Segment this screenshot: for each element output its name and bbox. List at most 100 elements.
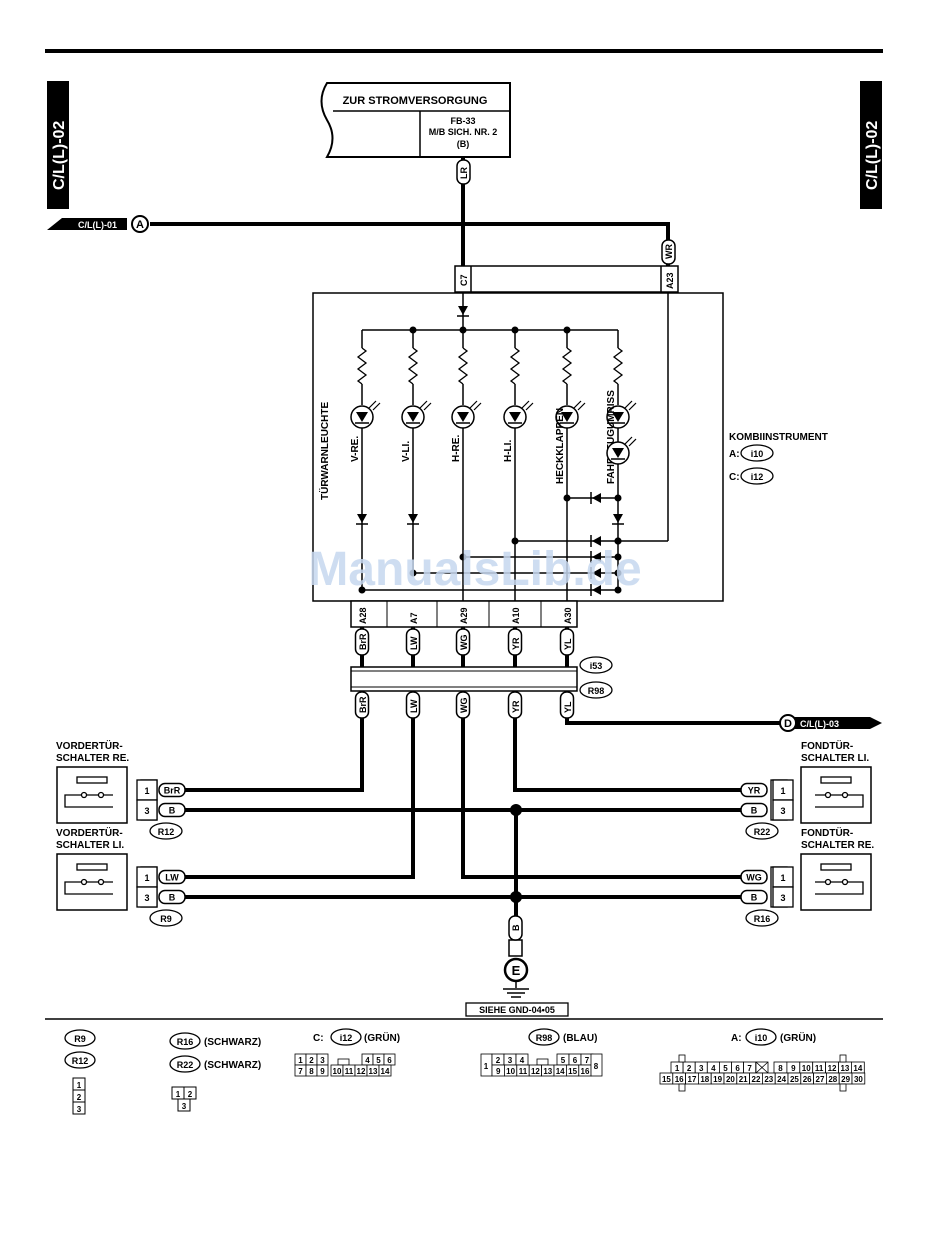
col1-diode xyxy=(356,514,368,525)
i12-key xyxy=(337,1058,350,1066)
code-label: i10 xyxy=(755,1033,768,1043)
pin-label-3: 3 xyxy=(780,806,785,816)
led-triangle xyxy=(561,412,573,422)
pin-label-3: 3 xyxy=(144,893,149,903)
switch-code: R16 xyxy=(745,909,779,927)
watermark: ManualsLib.de xyxy=(308,543,641,596)
wire-tag-label: WG xyxy=(459,635,469,651)
diode-body xyxy=(592,552,601,562)
r98-key xyxy=(536,1058,549,1066)
led-ray xyxy=(521,400,530,409)
i10-key-cross xyxy=(755,1061,769,1074)
i10-bottom-label: 16 xyxy=(675,1075,684,1084)
i10-top-label: 13 xyxy=(840,1064,849,1073)
side-tab-right-label: C/L(L)-02 xyxy=(864,121,881,190)
led-ray xyxy=(419,400,428,409)
wire-tag-label: YR xyxy=(748,786,761,796)
svg-text:i53: i53 xyxy=(590,661,603,671)
power-line3: (B) xyxy=(457,139,470,149)
resistor-icon xyxy=(561,347,573,385)
wire-tag-wr: WR xyxy=(661,239,676,265)
lamp-4-icon xyxy=(503,400,534,429)
wire-tag-body xyxy=(158,782,186,798)
wire-tag-label: B xyxy=(169,806,176,816)
ref-a: C/L(L)-01 A xyxy=(47,215,149,233)
legend-pin-cell xyxy=(177,1098,191,1112)
legend-i12-note: (GRÜN) xyxy=(364,1031,400,1044)
wire-tag-body xyxy=(740,802,768,818)
wire-tag-label: LW xyxy=(409,699,419,713)
lamp-label-3: H-RE. xyxy=(451,435,462,462)
r98-cell xyxy=(590,1053,603,1077)
cluster-pin-a29: A29 xyxy=(459,607,469,624)
junction-dot xyxy=(511,537,519,545)
lamp-3-icon xyxy=(451,400,482,429)
wire-tag-pin-3: B xyxy=(740,889,768,905)
connector-pin-3 xyxy=(772,799,794,821)
i10-top-label: 10 xyxy=(802,1064,811,1073)
code-ellipse xyxy=(330,1028,362,1046)
svg-text:B: B xyxy=(511,924,521,931)
i10-top-label: 1 xyxy=(675,1064,680,1073)
led-ray xyxy=(628,438,637,447)
cluster-pin-a28: A28 xyxy=(358,607,368,624)
diode-body xyxy=(592,536,601,546)
wire-tag-body xyxy=(158,869,186,885)
switch-actuator xyxy=(820,776,852,784)
switch-contact xyxy=(815,794,864,808)
code-label: R98 xyxy=(536,1033,553,1043)
resistor-icon xyxy=(457,347,469,385)
col2-diode xyxy=(407,514,419,525)
mid-code-r98: R98 xyxy=(579,681,613,699)
i12-bottom-label: 7 xyxy=(298,1067,303,1076)
led-ray xyxy=(368,400,377,409)
led-ray xyxy=(372,402,381,411)
legend-c-label: C: xyxy=(313,1033,324,1044)
switch-point xyxy=(824,878,832,886)
wire-tag-pin-1: LW xyxy=(158,869,186,885)
wire-tag-body xyxy=(740,869,768,885)
wire-tag-body xyxy=(740,782,768,798)
wire-tag-pin-1: YR xyxy=(740,782,768,798)
r98-bottom-label: 10 xyxy=(506,1067,515,1076)
power-line2: M/B SICH. NR. 2 xyxy=(429,127,498,137)
switch-point xyxy=(97,878,105,886)
r98-top-label: 2 xyxy=(496,1056,501,1065)
row-diode-1 xyxy=(590,535,601,547)
wire-tag-label: WG xyxy=(459,698,469,714)
switch-code: R22 xyxy=(745,822,779,840)
lower-wiring: A28BrR3BrRA7LW2LWA29WG4WGA10YR11YRA30YL1… xyxy=(164,600,780,916)
diode-body xyxy=(408,514,418,523)
code-ellipse xyxy=(169,1055,201,1073)
led-triangle xyxy=(407,412,419,422)
i10-latch xyxy=(678,1054,686,1063)
ref-a-letter: A xyxy=(136,219,144,231)
legend-r16-note: (SCHWARZ) xyxy=(204,1037,261,1048)
top-rule xyxy=(45,49,883,53)
wire-tag-label: B xyxy=(751,893,758,903)
pin-label-3: 3 xyxy=(144,806,149,816)
i12-top-label: 2 xyxy=(309,1056,314,1065)
i10-bottom-label: 24 xyxy=(777,1075,786,1084)
legend-i10-note: (GRÜN) xyxy=(780,1031,816,1044)
wire-tag-upper-2: LW xyxy=(405,628,421,656)
r98-top-label: 6 xyxy=(573,1056,578,1065)
lamp-6b-icon xyxy=(606,436,637,465)
i12-top-label: 4 xyxy=(365,1056,370,1065)
pin-label-1: 1 xyxy=(780,786,785,796)
legend-r16: R16 xyxy=(169,1032,201,1050)
code-label: i12 xyxy=(340,1033,353,1043)
wire-tag-ground: B xyxy=(508,915,523,941)
r98-bottom-label: 16 xyxy=(581,1067,590,1076)
r98-bottom-label: 14 xyxy=(556,1067,565,1076)
wire-tag-upper-4: YR xyxy=(507,628,523,656)
led-ray xyxy=(473,402,482,411)
r98-bottom-label: 11 xyxy=(519,1067,528,1076)
side-tab-left: C/L(L)-02 xyxy=(47,81,69,209)
side-tab-left-label: C/L(L)-02 xyxy=(51,121,68,190)
led-triangle xyxy=(612,448,624,458)
i10-bottom-label: 28 xyxy=(828,1075,837,1084)
